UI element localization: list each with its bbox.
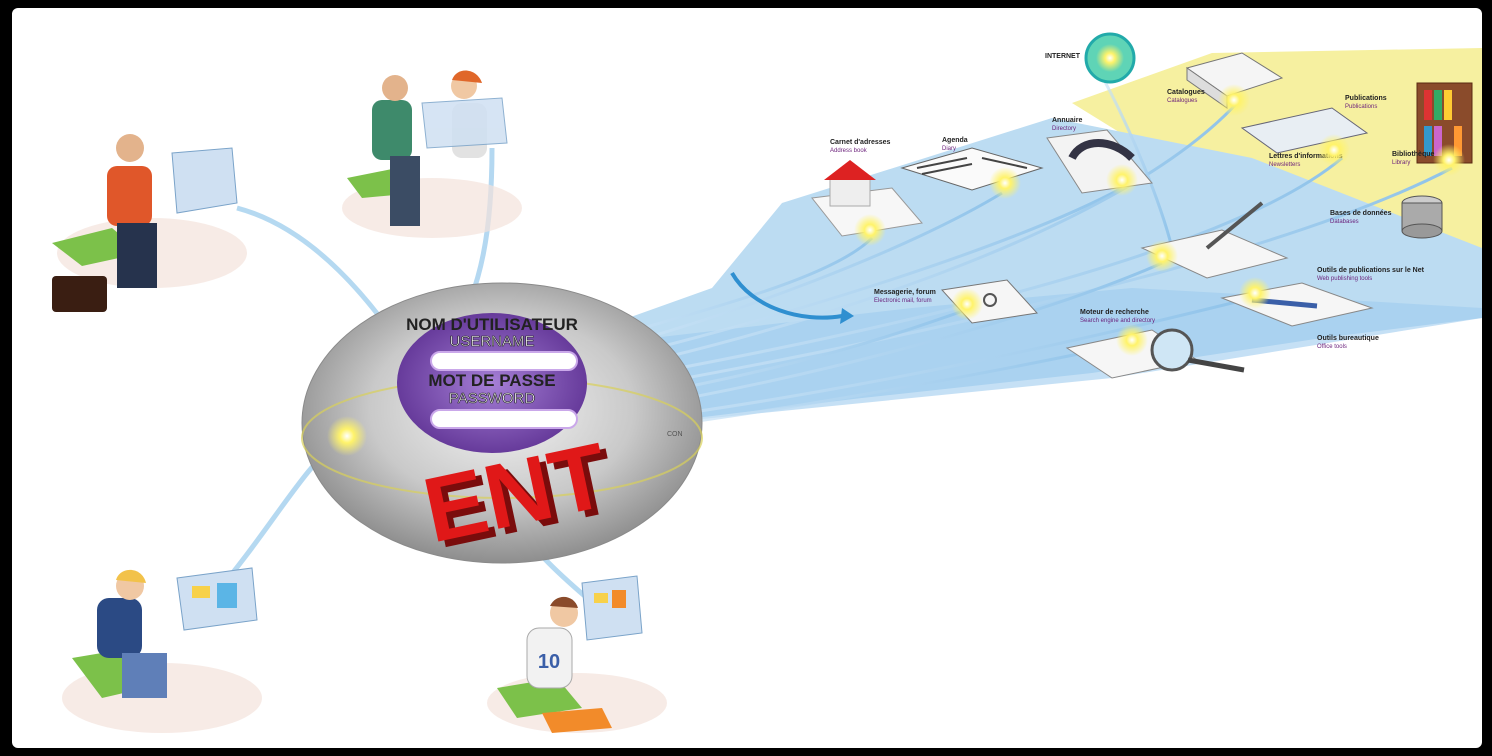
agenda-label: Agenda	[942, 137, 968, 144]
person-torso	[526, 627, 573, 689]
directory-sublabel: Directory	[1052, 126, 1076, 132]
username-input[interactable]	[430, 351, 578, 371]
glow-point	[1116, 324, 1148, 356]
glow-point	[1218, 84, 1250, 116]
web-publishing-sublabel: Web publishing tools	[1317, 276, 1372, 282]
person-torso	[372, 100, 412, 160]
glow-point	[1239, 277, 1271, 309]
briefcase-icon	[52, 276, 107, 312]
house-roof-icon	[824, 160, 876, 180]
person-legs	[122, 653, 167, 698]
username-label-en: USERNAME	[449, 333, 534, 350]
web-publishing-document	[1140, 229, 1289, 279]
username-label-fr: NOM D'UTILISATEUR	[406, 315, 578, 334]
house-icon	[829, 177, 871, 207]
glow-point	[951, 288, 983, 320]
user-couple-topcenter	[342, 70, 522, 238]
person-legs	[117, 223, 157, 288]
magnifier-icon	[1150, 328, 1194, 372]
office-tools-label: Outils bureautique	[1317, 335, 1379, 342]
person-head	[382, 75, 408, 101]
databases-label: Bases de données	[1330, 210, 1392, 217]
web-publishing-label: Outils de publications sur le Net	[1317, 267, 1425, 274]
user-student-bottomleft	[62, 567, 262, 733]
ent-diagram: Carnet d'adresses Address book Agenda Di…	[52, 32, 1482, 733]
office-tools-sublabel: Office tools	[1317, 344, 1347, 350]
password-label-en: PASSWORD	[449, 390, 536, 407]
newsletters-label: Lettres d'informations	[1269, 153, 1343, 160]
shoes-icon	[542, 708, 612, 733]
service-address-book: Carnet d'adresses Address book	[811, 139, 923, 237]
computer-monitor-icon	[171, 147, 238, 214]
messaging-sublabel: Electronic mail, forum	[874, 298, 932, 304]
glow-point	[1096, 44, 1124, 72]
publications-sublabel: Publications	[1345, 104, 1377, 110]
glow-point	[1433, 144, 1465, 176]
publications-newspaper-icon	[1240, 107, 1369, 154]
service-databases: Bases de données Databases	[1330, 195, 1443, 239]
library-sublabel: Library	[1392, 160, 1410, 166]
search-sublabel: Search engine and directory	[1080, 318, 1155, 324]
service-publications: Publications Publications	[1240, 95, 1387, 154]
stream-internet	[1090, 57, 1174, 249]
catalogues-sublabel: Catalogues	[1167, 98, 1197, 104]
catalogues-label: Catalogues	[1167, 89, 1205, 96]
publications-label: Publications	[1345, 95, 1387, 102]
service-platform	[572, 48, 1482, 428]
person-legs	[390, 156, 420, 226]
glow-point	[989, 167, 1021, 199]
service-newsletters: Lettres d'informations Newsletters	[1269, 153, 1343, 168]
quill-icon	[1205, 201, 1264, 250]
service-office-tools: Outils bureautique Office tools	[1317, 335, 1379, 350]
agenda-book-icon	[900, 147, 1044, 191]
internet-label: INTERNET	[1045, 53, 1081, 60]
person-torso	[107, 166, 152, 226]
computer-monitor-icon	[421, 97, 508, 149]
at-sign-icon	[983, 293, 997, 307]
user-teacher-topleft	[52, 134, 247, 312]
diagram-frame: Carnet d'adresses Address book Agenda Di…	[12, 8, 1482, 748]
search-label: Moteur de recherche	[1080, 309, 1149, 316]
agenda-sublabel: Diary	[942, 146, 956, 152]
glow-point	[327, 416, 367, 456]
person-torso	[97, 598, 142, 658]
user-student-bottomcenter: 10	[487, 575, 667, 733]
address-book-label: Carnet d'adresses	[830, 139, 891, 146]
blue-platform-shadow	[612, 288, 1482, 428]
jersey-number: 10	[538, 651, 560, 673]
password-input[interactable]	[430, 409, 578, 429]
address-book-sublabel: Address book	[830, 148, 868, 154]
service-catalogues: Catalogues Catalogues	[1167, 52, 1284, 109]
directory-label: Annuaire	[1052, 117, 1082, 124]
telephone-icon	[1068, 139, 1135, 161]
flow-arrow-head	[840, 308, 854, 324]
flow-arrow	[730, 271, 843, 320]
glow-point	[1318, 134, 1350, 166]
person-head	[116, 134, 144, 162]
library-label: Bibliothèque	[1392, 151, 1434, 158]
service-agenda: Agenda Diary	[900, 137, 1044, 191]
glow-point	[854, 214, 886, 246]
glow-points	[854, 44, 1465, 356]
newsletters-sublabel: Newsletters	[1269, 162, 1300, 168]
connection-partial-label: CON	[667, 431, 683, 438]
ent-logo: ENT ENT	[415, 424, 624, 568]
databases-sublabel: Databases	[1330, 219, 1359, 225]
service-library: Bibliothèque Library	[1392, 82, 1473, 166]
glow-point	[1146, 240, 1178, 272]
password-label-fr: MOT DE PASSE	[428, 371, 555, 390]
glow-point	[1106, 164, 1138, 196]
messaging-label: Messagerie, forum	[874, 289, 936, 296]
